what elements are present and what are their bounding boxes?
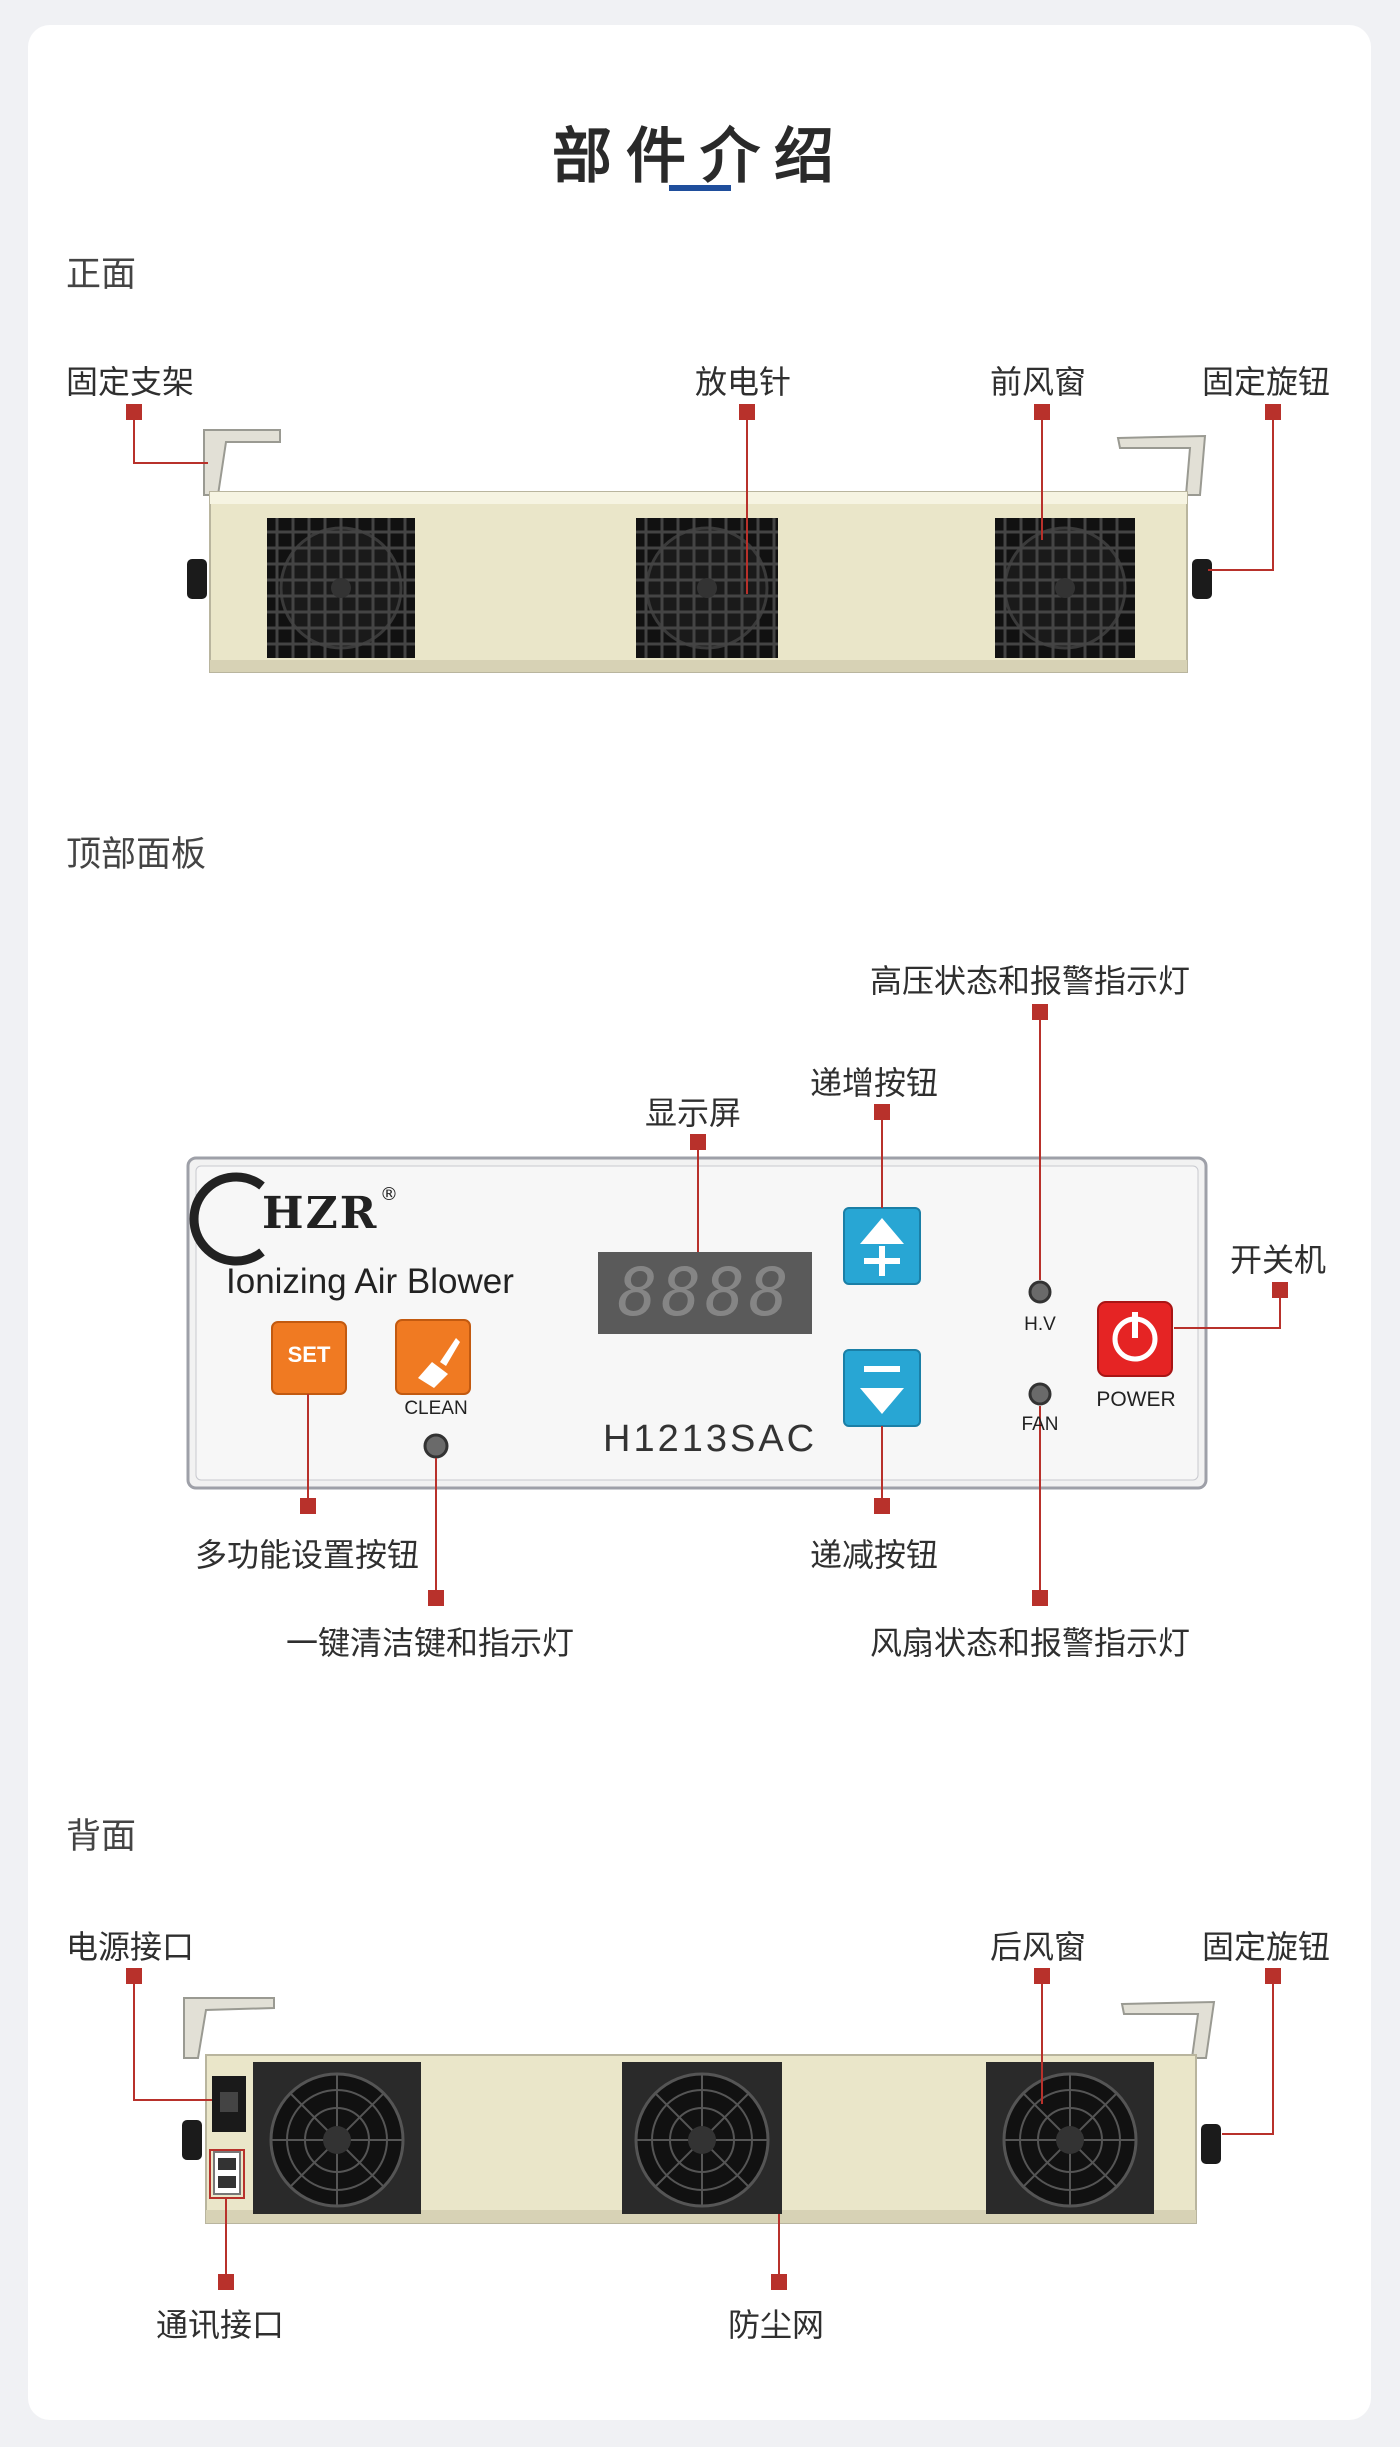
label-display: 显示屏 [645,1094,742,1132]
page-title: 部件介绍 [552,122,848,192]
panel-brand-logo: HZR [262,1188,379,1239]
control-panel-image [186,1004,1288,1606]
panel-model-number: H1213SAC [603,1418,818,1460]
title-underline [669,185,731,191]
section-title-front: 正面 [66,255,137,295]
clean-button-label: CLEAN [404,1398,468,1419]
label-power-port: 电源接口 [66,1928,195,1966]
label-front-window: 前风窗 [990,363,1087,401]
section-title-top: 顶部面板 [66,835,207,875]
power-button-label: POWER [1096,1388,1176,1411]
label-up-button: 递增按钮 [810,1064,939,1102]
label-needle: 放电针 [695,363,792,401]
panel-display: 8888 [617,1254,793,1331]
label-bracket: 固定支架 [66,363,195,401]
hv-led-label: H.V [1024,1314,1056,1335]
label-dust-net: 防尘网 [728,2306,825,2344]
section-title-back: 背面 [66,1817,137,1857]
label-knob-front: 固定旋钮 [1202,363,1331,401]
label-power-switch: 开关机 [1230,1241,1327,1279]
panel-registered-mark: ® [380,1184,398,1205]
panel-product-name: Ionizing Air Blower [226,1262,514,1301]
label-rear-window: 后风窗 [990,1928,1087,1966]
label-down-button: 递减按钮 [810,1536,939,1574]
label-knob-back: 固定旋钮 [1202,1928,1331,1966]
label-clean-button: 一键清洁键和指示灯 [286,1624,575,1662]
label-set-button: 多功能设置按钮 [195,1536,420,1574]
label-hv-led: 高压状态和报警指示灯 [870,962,1191,1000]
label-comm-port: 通讯接口 [156,2306,285,2344]
set-button[interactable]: SET [287,1342,331,1367]
front-device-image [126,404,1281,673]
label-fan-led: 风扇状态和报警指示灯 [870,1624,1191,1662]
fan-led-label: FAN [1021,1414,1059,1435]
